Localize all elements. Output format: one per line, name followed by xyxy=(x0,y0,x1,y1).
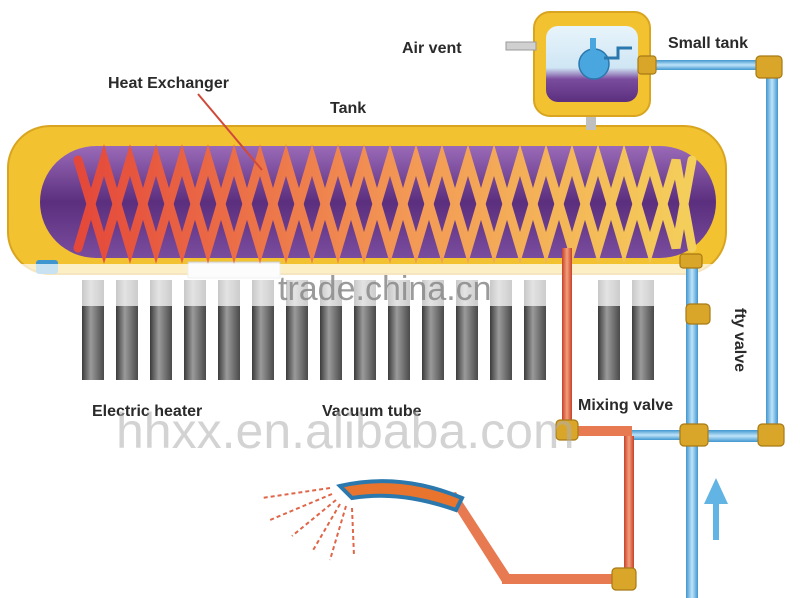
fitting-top-right xyxy=(755,55,783,79)
fitting-bottom-right xyxy=(757,423,785,447)
labels: Air vent Small tank Heat Exchanger Tank … xyxy=(92,35,748,420)
inlet-arrow-icon xyxy=(704,478,728,540)
spray-line xyxy=(329,505,347,561)
float-ball-icon xyxy=(578,48,610,80)
hot-pipe-diagonal xyxy=(446,492,512,582)
spray-line xyxy=(291,499,337,537)
heat-exchanger-pointer xyxy=(197,93,263,171)
coil-return xyxy=(73,144,697,264)
spray-line xyxy=(311,503,341,553)
hot-pipe-outlet-horizontal xyxy=(502,574,630,584)
label-mixing-valve: Mixing valve xyxy=(578,397,673,414)
cold-pipe-right-vertical xyxy=(766,64,778,434)
water-spray xyxy=(261,487,355,561)
hot-water-pipes xyxy=(446,248,634,584)
inlet-arrow-head xyxy=(704,478,728,504)
small-tank-pipe-down xyxy=(586,108,596,130)
small-tank xyxy=(505,11,651,130)
air-vent-pipe xyxy=(505,41,537,51)
cold-pipe-to-mixing xyxy=(628,430,688,440)
fitting-safety-valve xyxy=(685,303,711,325)
label-safety-valve: fty valve xyxy=(731,308,748,372)
label-small-tank: Small tank xyxy=(668,35,748,52)
coil-forward xyxy=(73,144,697,264)
watermark-alibaba: hhxx.en.alibaba.com xyxy=(116,403,575,459)
hot-pipe-from-tank xyxy=(562,248,572,434)
cold-water-pipes xyxy=(628,60,778,598)
fitting-tank-hot xyxy=(679,253,703,269)
watermark-band: trade.china.cn xyxy=(0,264,800,308)
heat-exchanger-coil xyxy=(73,144,697,264)
watermark-strip xyxy=(0,264,800,306)
shower-head-body xyxy=(336,479,465,513)
spray-line xyxy=(351,507,355,557)
watermark-trade: trade.china.cn xyxy=(278,270,492,308)
label-electric-heater: Electric heater xyxy=(92,403,202,420)
float-valve-arm xyxy=(604,46,632,60)
spray-line xyxy=(269,493,333,521)
label-heat-exchanger: Heat Exchanger xyxy=(108,75,229,92)
cold-pipe-bottom-horizontal xyxy=(690,430,776,442)
label-tank: Tank xyxy=(330,100,366,117)
fitting-inlet-tee xyxy=(679,423,709,447)
fitting-small-tank xyxy=(637,55,657,75)
hot-pipe-outlet-down xyxy=(624,436,634,580)
brass-fittings xyxy=(555,55,785,591)
inlet-arrow-shaft xyxy=(713,500,719,540)
float-valve-rod xyxy=(590,38,596,52)
fitting-outlet-elbow xyxy=(611,567,637,591)
cold-pipe-top xyxy=(650,60,770,70)
label-vacuum-tube: Vacuum tube xyxy=(322,403,422,420)
fitting-mixing-valve xyxy=(555,419,579,441)
label-air-vent: Air vent xyxy=(402,40,462,57)
spray-line xyxy=(261,487,331,499)
shower-head xyxy=(261,479,465,561)
hot-pipe-to-mixing xyxy=(566,426,632,436)
